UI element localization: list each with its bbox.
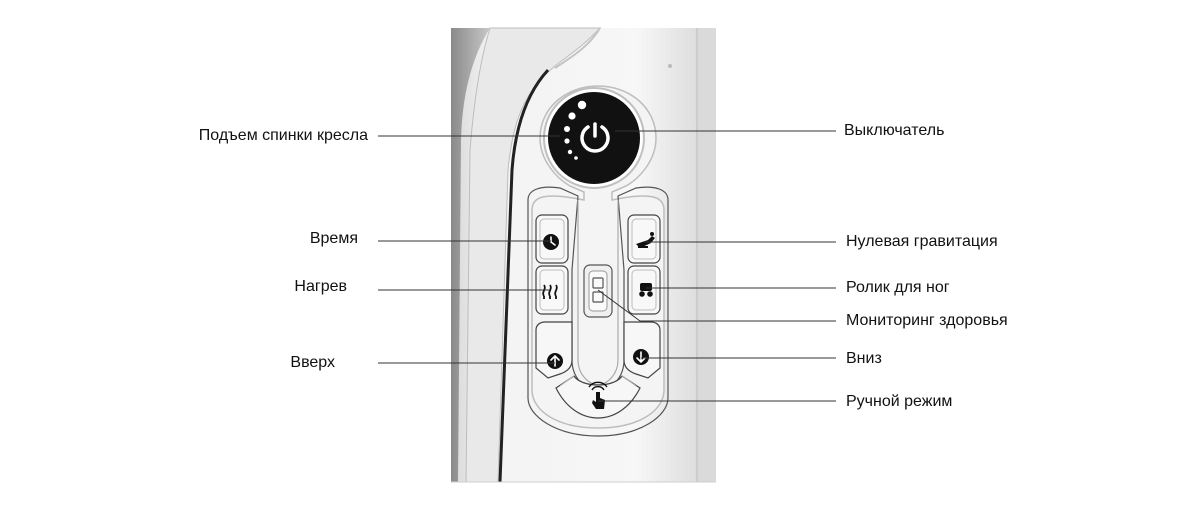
health-monitor-sensor[interactable] <box>583 264 613 318</box>
label-manual: Ручной режим <box>846 393 953 410</box>
down-button[interactable] <box>623 321 661 379</box>
time-button[interactable] <box>535 214 569 264</box>
roller-icon <box>639 283 653 297</box>
arrow-down-icon <box>633 349 649 365</box>
power-button[interactable] <box>543 87 645 189</box>
power-icon <box>580 122 610 153</box>
label-power: Выключатель <box>844 122 945 139</box>
label-down: Вниз <box>846 350 882 367</box>
label-time: Время <box>309 230 358 247</box>
label-up: Вверх <box>290 354 335 371</box>
zero-gravity-button[interactable] <box>627 214 661 264</box>
sensor-icon <box>592 277 604 303</box>
arrow-up-icon <box>547 353 563 369</box>
clock-icon <box>543 234 559 250</box>
label-foot-roller: Ролик для ног <box>846 279 950 296</box>
label-health-monitor: Мониторинг здоровья <box>846 312 1008 329</box>
foot-roller-button[interactable] <box>627 265 661 315</box>
label-heat: Нагрев <box>294 278 347 295</box>
backrest-level-dots <box>564 100 587 160</box>
label-zero-gravity: Нулевая гравитация <box>846 233 998 250</box>
label-backrest: Подъем спинки кресла <box>198 127 368 144</box>
leader-lines <box>378 130 836 402</box>
up-button[interactable] <box>535 321 573 379</box>
leader-health-monitor <box>597 289 836 322</box>
